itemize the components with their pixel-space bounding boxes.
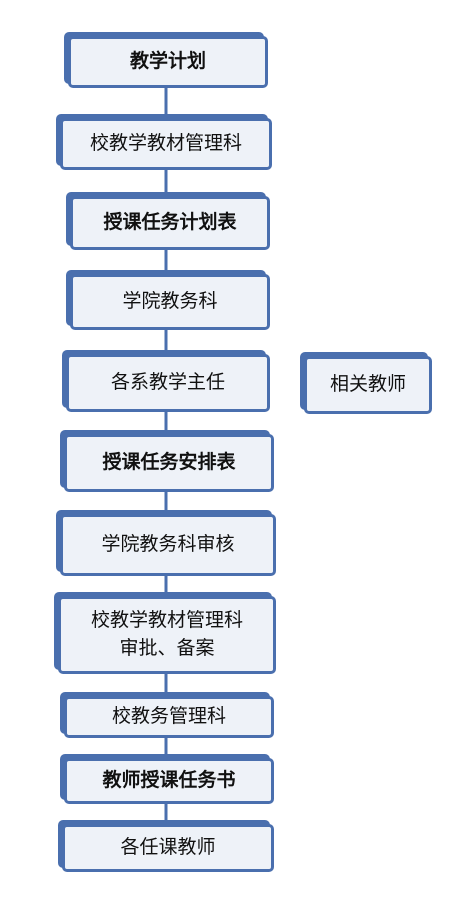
node-all-course-teachers: 各任课教师 xyxy=(62,824,274,872)
node-school-materials-approval-filing: 校教学教材管理科 审批、备案 xyxy=(58,596,276,674)
node-college-academic-office-review: 学院教务科审核 xyxy=(60,514,276,576)
node-course-assignment-plan: 授课任务计划表 xyxy=(70,196,270,250)
node-department-teaching-director: 各系教学主任 xyxy=(66,354,270,412)
node-school-teaching-materials-office: 校教学教材管理科 xyxy=(60,118,272,170)
node-college-academic-office: 学院教务科 xyxy=(70,274,270,330)
node-school-academic-management-office: 校教务管理科 xyxy=(64,696,274,738)
node-course-assignment-schedule: 授课任务安排表 xyxy=(64,434,274,492)
node-teacher-assignment-letter: 教师授课任务书 xyxy=(64,758,274,804)
node-teaching-plan: 教学计划 xyxy=(68,36,268,88)
node-related-teachers: 相关教师 xyxy=(304,356,432,414)
